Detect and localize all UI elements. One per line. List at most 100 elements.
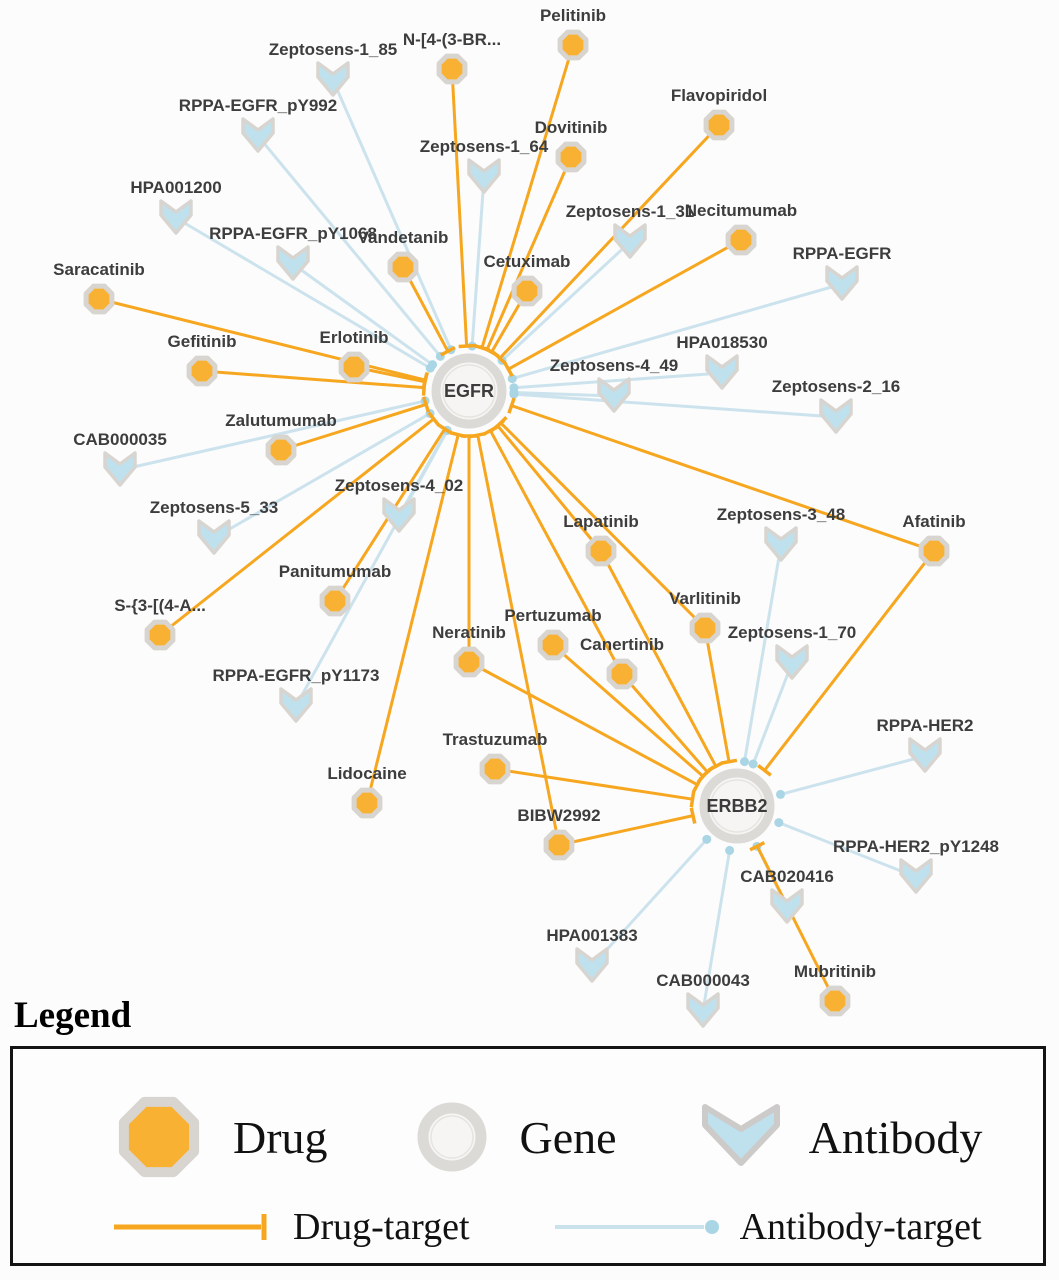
drug-label-dovitinib: Dovitinib [535,118,608,137]
drug-node-varlitinib[interactable] [689,612,721,644]
antibody-target-dot-marker [774,818,784,828]
gene-node-egfr[interactable] [431,353,507,429]
drug-target-edge-bibw2992 [558,814,694,847]
drug-target-edge-s-3-4-a [159,417,435,637]
drug-node-dovitinib[interactable] [555,141,587,173]
antibody-node-zeptosens-1-70[interactable] [775,644,809,680]
antibody-label-rppa-egfr: RPPA-EGFR [793,244,892,263]
drug-target-edge-icon [114,1214,267,1240]
drug-node-icon [118,1096,200,1178]
antibody-node-zeptosens-3-48[interactable] [764,526,798,562]
drug-node-saracatinib[interactable] [83,283,115,315]
antibody-node-zeptosens-2-16[interactable] [819,398,853,434]
antibody-node-hpa001200[interactable] [159,199,193,235]
antibody-node-zeptosens-1-64[interactable] [467,158,501,194]
antibody-target-edge-rppa-egfr-py1173 [294,429,449,707]
edge-layer [98,44,936,1012]
antibody-node-rppa-her2[interactable] [908,737,942,773]
drug-node-cetuximab[interactable] [511,275,543,307]
drug-label-n-4-3-br: N-[4-(3-BR... [403,30,501,49]
antibody-target-edge-zeptosens-1-31 [501,240,632,362]
drug-node-mubritinib[interactable] [819,985,851,1017]
antibody-node-zeptosens-1-85[interactable] [316,61,350,97]
drug-label-canertinib: Canertinib [580,635,664,654]
drug-label-bibw2992: BIBW2992 [517,806,600,825]
drug-target-tee-marker [483,346,500,358]
drug-target-tee-marker [469,431,486,439]
drug-node-bibw2992[interactable] [543,829,575,861]
drug-target-edge-lapatinib [496,424,603,552]
antibody-label-zeptosens-1-64: Zeptosens-1_64 [420,137,549,156]
antibody-node-zeptosens-5-33[interactable] [197,519,231,555]
drug-node-vandetanib[interactable] [387,251,419,283]
drug-target-edge-varlitinib [703,627,731,762]
antibody-target-edge-zeptosens-2-16 [513,392,837,419]
antibody-node-rppa-egfr[interactable] [825,265,859,301]
drug-target-edge-pertuzumab [552,643,705,778]
drug-label-lidocaine: Lidocaine [327,764,406,783]
drug-node-erlotinib[interactable] [338,351,370,383]
drug-node-afatinib[interactable] [918,535,950,567]
antibody-target-edge-zeptosens-4-49 [513,391,615,398]
antibody-node-rppa-her2-py1248[interactable] [899,858,933,894]
gene-node-erbb2[interactable] [699,768,775,844]
drug-node-trastuzumab[interactable] [479,753,511,785]
drug-node-n-4-3-br[interactable] [436,53,468,85]
drug-label-panitumumab: Panitumumab [279,562,391,581]
antibody-node-cab000035[interactable] [103,451,137,487]
legend-item-drug-target: Drug-target [111,1205,470,1249]
drug-target-edge-canertinib [489,429,624,675]
drug-target-tee-marker [720,758,738,765]
drug-node-zalutumumab[interactable] [265,434,297,466]
legend-antibody-label: Antibody [808,1111,983,1163]
antibody-node-zeptosens-1-31[interactable] [613,223,647,259]
drug-target-tee-marker [689,791,696,808]
antibody-target-dot-marker [428,360,438,370]
antibody-target-edge-hpa001200 [175,216,432,370]
drug-target-edge-n-4-3-br [450,68,469,347]
antibody-node-rppa-egfr-py992[interactable] [241,117,275,153]
drug-label-pelitinib: Pelitinib [540,6,606,25]
antibody-target-dot-marker [739,757,749,767]
drug-target-edge-flavopiridol [498,123,721,360]
antibody-label-rppa-egfr-py992: RPPA-EGFR_pY992 [179,96,337,115]
drug-label-cetuximab: Cetuximab [484,252,571,271]
antibody-node-hpa018530[interactable] [705,354,739,390]
drug-node-lapatinib[interactable] [585,535,617,567]
antibody-node-cab000043[interactable] [686,992,720,1028]
drug-label-varlitinib: Varlitinib [669,589,741,608]
drug-node-gefitinib[interactable] [186,355,218,387]
drug-node-flavopiridol[interactable] [703,109,735,141]
drug-node-neratinib[interactable] [453,646,485,678]
legend-antibody-target-label: Antibody-target [739,1206,982,1248]
drug-label-flavopiridol: Flavopiridol [671,86,767,105]
antibody-target-edge-hpa018530 [513,371,723,390]
drug-node-pertuzumab[interactable] [537,629,569,661]
drug-target-edge-trastuzumab [494,767,693,801]
antibody-node-hpa001383[interactable] [575,947,609,983]
drug-node-canertinib[interactable] [606,658,638,690]
antibody-node-rppa-egfr-py1173[interactable] [279,687,313,723]
antibody-node-zeptosens-4-49[interactable] [597,377,631,413]
antibody-node-rppa-egfr-py1068[interactable] [276,245,310,281]
antibody-label-zeptosens-4-02: Zeptosens-4_02 [335,476,464,495]
legend-item-drug: Drug [111,1089,328,1185]
drug-label-trastuzumab: Trastuzumab [443,730,548,749]
antibody-label-zeptosens-4-49: Zeptosens-4_49 [550,356,679,375]
antibody-label-cab000035: CAB000035 [73,430,167,449]
drug-node-pelitinib[interactable] [557,29,589,61]
drug-target-tee-marker [749,841,766,852]
antibody-label-zeptosens-2-16: Zeptosens-2_16 [772,377,901,396]
drug-node-panitumumab[interactable] [319,585,351,617]
legend-gene-label: Gene [519,1111,617,1163]
antibody-node-zeptosens-4-02[interactable] [382,497,416,533]
drug-label-saracatinib: Saracatinib [53,260,145,279]
drug-label-s-3-4-a: S-{3-[(4-A... [114,596,206,615]
antibody-node-cab020416[interactable] [770,888,804,924]
drug-node-s-3-4-a[interactable] [144,619,176,651]
drug-node-necitumumab[interactable] [725,224,757,256]
drug-node-lidocaine[interactable] [351,787,383,819]
antibody-target-edge-icon [554,1220,719,1234]
network-graph: EGFRERBB2PelitinibN-[4-(3-BR...Flavopiri… [53,6,999,1028]
drug-target-tee-marker [421,396,431,413]
